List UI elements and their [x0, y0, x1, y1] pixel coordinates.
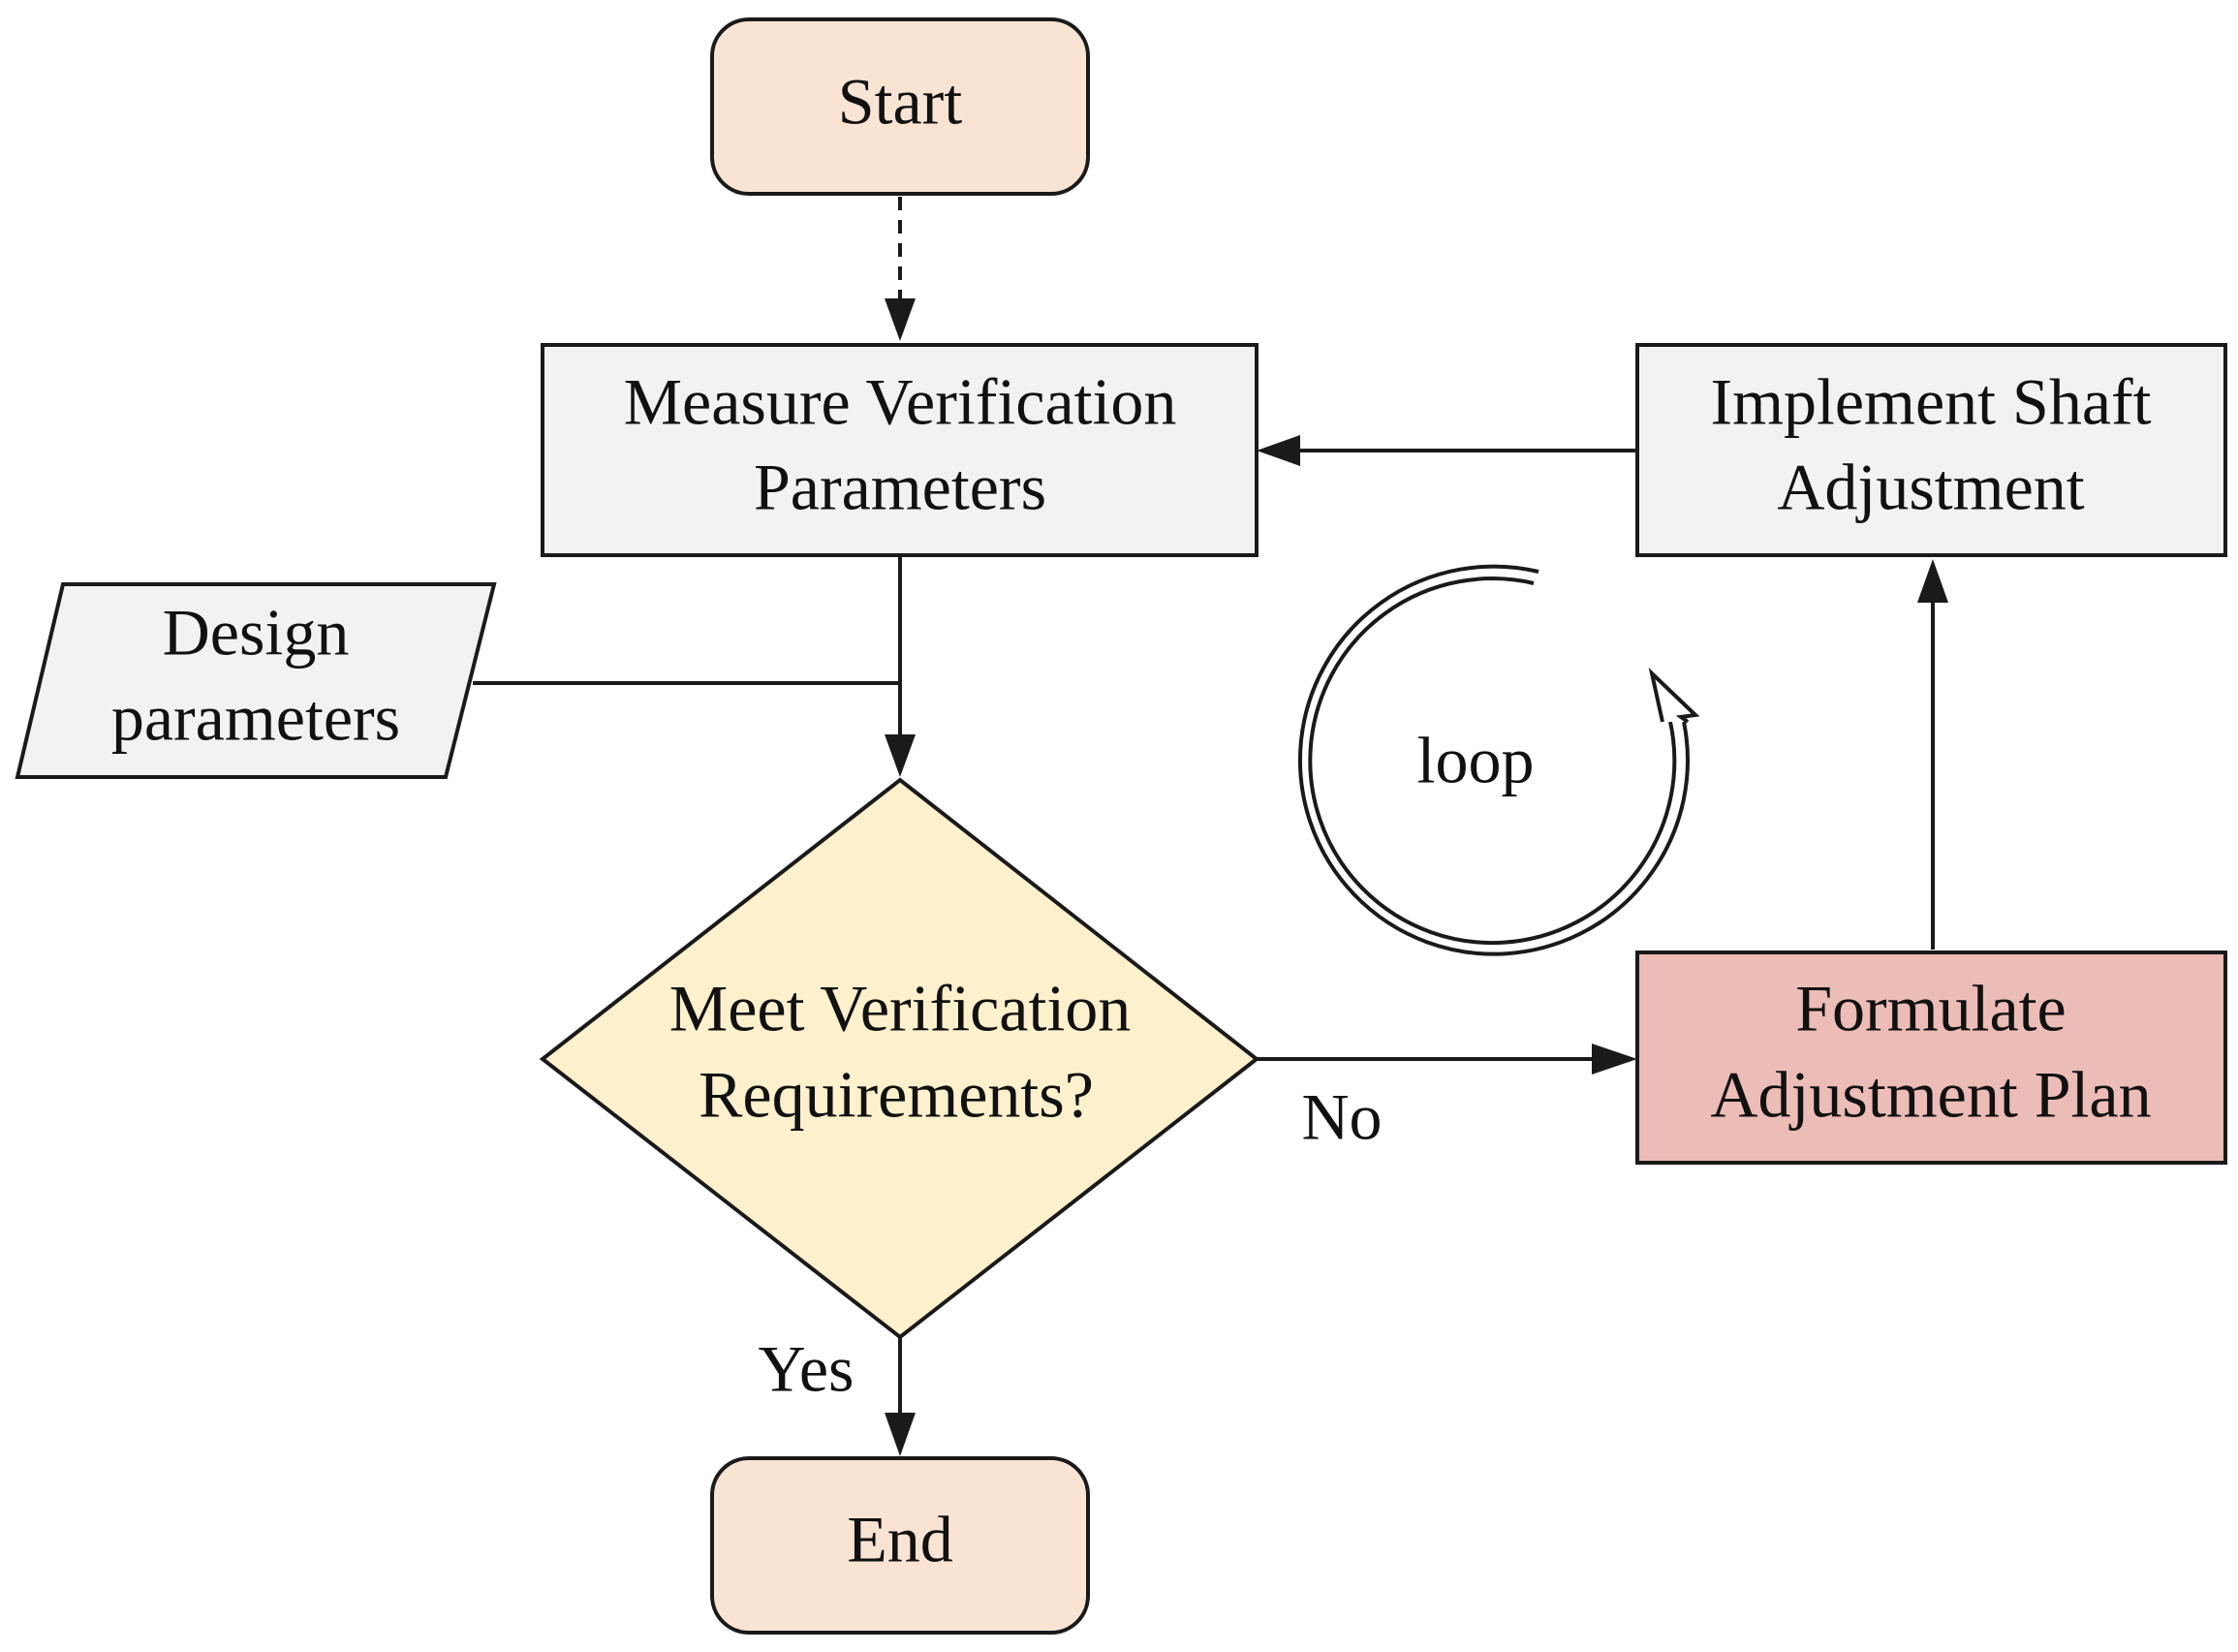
- arrowhead-start-to-measure: [885, 298, 916, 341]
- implement-label-line-2: Adjustment: [1777, 451, 2084, 524]
- loop-label: loop: [1417, 724, 1535, 797]
- end-label: End: [847, 1503, 953, 1576]
- measure-node: Measure Verification Parameters: [541, 343, 1259, 557]
- design-params-node: Design parameters: [15, 582, 497, 779]
- arrowhead-implement-to-measure: [1257, 435, 1300, 466]
- formulate-label-line-1: Formulate: [1795, 972, 2067, 1045]
- decision-label-line-2: Requirements?: [699, 1058, 1094, 1132]
- start-node: Start: [710, 17, 1090, 196]
- design-params-label-line-1: Design: [163, 596, 350, 670]
- start-label: Start: [838, 65, 963, 139]
- formulate-node: Formulate Adjustment Plan: [1635, 951, 2227, 1165]
- connectors: [473, 197, 1948, 1456]
- arrowhead-measure-to-decision: [885, 734, 916, 777]
- design-params-label-line-2: parameters: [111, 681, 400, 755]
- loop-arrow-icon: [1297, 564, 1700, 956]
- decision-label-line-1: Meet Verification: [669, 972, 1131, 1045]
- end-node: End: [710, 1456, 1090, 1635]
- measure-label-line-1: Measure Verification: [624, 365, 1177, 439]
- implement-label-line-1: Implement Shaft: [1710, 365, 2151, 439]
- arrowhead-decision-to-formulate: [1592, 1044, 1637, 1075]
- implement-node: Implement Shaft Adjustment: [1635, 343, 2227, 557]
- arrowhead-formulate-to-implement: [1917, 559, 1948, 603]
- edge-label-no: No: [1301, 1080, 1382, 1154]
- arrowhead-decision-to-end: [885, 1413, 916, 1456]
- formulate-label-line-2: Adjustment Plan: [1710, 1058, 2151, 1132]
- decision-node: Meet Verification Requirements?: [539, 777, 1260, 1340]
- measure-label-line-2: Parameters: [754, 451, 1046, 524]
- edge-label-yes: Yes: [759, 1332, 855, 1406]
